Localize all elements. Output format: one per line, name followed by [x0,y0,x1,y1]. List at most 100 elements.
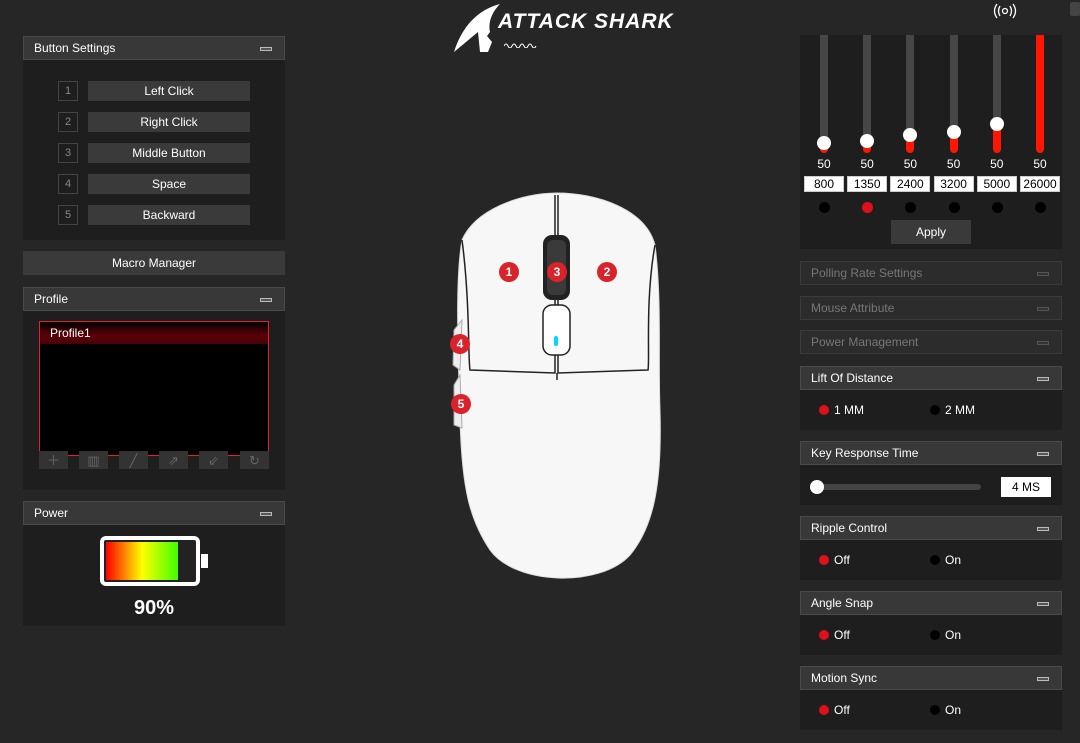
mouse-image: 1 2 3 4 5 [440,190,680,595]
section-title: Key Response Time [811,446,919,460]
mouse-button-badge-3[interactable]: 3 [547,262,567,282]
macro-manager-button[interactable]: Macro Manager [23,251,285,275]
collapse-icon[interactable] [260,298,272,302]
collapse-icon[interactable] [1037,677,1049,681]
dpi-level: 50 [903,157,918,171]
apply-label: Apply [915,225,947,239]
dpi-slider-thumb[interactable] [946,125,961,139]
logo-text: ATTACK SHARK [498,10,674,33]
button-assignment-5[interactable]: Backward [88,205,250,225]
key-response-slider[interactable] [810,480,981,494]
rename-profile-button[interactable]: ╱ [119,451,148,469]
export-profile-button[interactable]: ⇗ [159,451,188,469]
mouse-button-badge-1[interactable]: 1 [499,262,519,282]
lod-1mm-radio[interactable]: 1 MM [819,403,864,417]
delete-profile-button[interactable]: ▥ [79,451,108,469]
motion-sync-on-radio[interactable]: On [930,703,961,717]
radio-label: Off [834,553,850,567]
mouse-attribute-header[interactable]: Mouse Attribute [800,296,1062,320]
reset-profile-button[interactable]: ↻ [240,451,269,469]
radio-label: 1 MM [834,403,864,417]
import-profile-button[interactable]: ⇙ [199,451,228,469]
mouse-button-badge-2[interactable]: 2 [597,262,617,282]
dpi-panel: Apply 50 800 50 1350 50 2400 50 3200 50 … [800,35,1062,249]
dpi-slider-6[interactable] [1036,35,1044,153]
dpi-slider-thumb[interactable] [903,128,918,142]
angle-snap-off-radio[interactable]: Off [819,628,850,642]
dpi-slider-thumb[interactable] [860,134,875,148]
dpi-slider-thumb[interactable] [817,136,831,150]
dpi-slider-1[interactable] [817,35,831,153]
slider-thumb[interactable] [810,480,824,494]
mouse-button-badge-5[interactable]: 5 [451,394,471,414]
power-header[interactable]: Power [23,501,285,525]
minimize-window-button[interactable] [1070,2,1080,16]
dpi-slider-fill [1036,35,1044,153]
motion-sync-panel: Off On [800,690,1062,730]
dpi-slider-5[interactable] [989,35,1004,153]
ripple-off-radio[interactable]: Off [819,553,850,567]
dpi-stage-select-dot[interactable] [948,202,960,213]
angle-snap-on-radio[interactable]: On [930,628,961,642]
dpi-slider-3[interactable] [903,35,918,153]
ripple-control-header[interactable]: Ripple Control [800,516,1062,540]
button-assignment-2[interactable]: Right Click [88,112,250,132]
dpi-value-input[interactable]: 800 [804,176,844,192]
ripple-on-radio[interactable]: On [930,553,961,567]
lift-of-distance-panel: 1 MM 2 MM [800,390,1062,430]
apply-button[interactable]: Apply [891,220,971,244]
angle-snap-header[interactable]: Angle Snap [800,591,1062,615]
dpi-slider-4[interactable] [946,35,961,153]
dpi-slider-thumb[interactable] [989,117,1004,131]
collapse-icon[interactable] [1037,307,1049,311]
dpi-stage-select-dot[interactable] [991,202,1003,213]
collapse-icon[interactable] [1037,602,1049,606]
profile-list: Profile1 [39,321,269,456]
lod-2mm-radio[interactable]: 2 MM [930,403,975,417]
key-response-header[interactable]: Key Response Time [800,441,1062,465]
dpi-value-input[interactable]: 26000 [1020,176,1060,192]
shark-fin-icon [454,4,500,52]
collapse-icon[interactable] [260,47,272,51]
radio-label: Off [834,628,850,642]
dpi-value-input[interactable]: 5000 [976,176,1017,192]
dpi-value-input[interactable]: 2400 [890,176,931,192]
section-title: Power [34,506,69,520]
dpi-stage-select-dot[interactable] [905,202,917,213]
radio-label: On [945,628,962,642]
section-title: Button Settings [34,41,116,55]
profile-header[interactable]: Profile [23,287,285,311]
dpi-stage-select-dot[interactable] [819,202,830,213]
collapse-icon[interactable] [1037,527,1049,531]
profile-panel: Profile1 ＋ ▥ ╱ ⇗ ⇙ ↻ [23,311,285,490]
power-management-header[interactable]: Power Management [800,330,1062,354]
button-assignment-1[interactable]: Left Click [88,81,250,101]
section-title: Ripple Control [811,521,888,535]
dpi-value-input[interactable]: 1350 [847,176,888,192]
add-profile-button[interactable]: ＋ [39,451,68,469]
dpi-stage-select-dot[interactable] [1035,202,1046,213]
key-response-value[interactable]: 4 MS [1001,477,1051,497]
dpi-stage-select-dot[interactable] [862,202,874,213]
dpi-slider-2[interactable] [860,35,875,153]
section-title: Mouse Attribute [811,301,895,315]
angle-snap-panel: Off On [800,615,1062,655]
collapse-icon[interactable] [1037,452,1049,456]
dpi-value-input[interactable]: 3200 [933,176,974,192]
profile-item[interactable]: Profile1 [40,322,268,344]
button-settings-header[interactable]: Button Settings [23,36,285,60]
section-title: Lift Of Distance [811,371,894,385]
collapse-icon[interactable] [1037,272,1049,276]
button-assignment-4[interactable]: Space [88,174,250,194]
polling-rate-header[interactable]: Polling Rate Settings [800,261,1062,285]
collapse-icon[interactable] [1037,341,1049,345]
collapse-icon[interactable] [260,512,272,516]
button-assignment-3[interactable]: Middle Button [88,143,250,163]
mouse-button-badge-4[interactable]: 4 [450,334,470,354]
section-title: Polling Rate Settings [811,266,923,280]
collapse-icon[interactable] [1037,377,1049,381]
button-number: 1 [58,81,78,101]
motion-sync-header[interactable]: Motion Sync [800,666,1062,690]
lift-of-distance-header[interactable]: Lift Of Distance [800,366,1062,390]
motion-sync-off-radio[interactable]: Off [819,703,850,717]
